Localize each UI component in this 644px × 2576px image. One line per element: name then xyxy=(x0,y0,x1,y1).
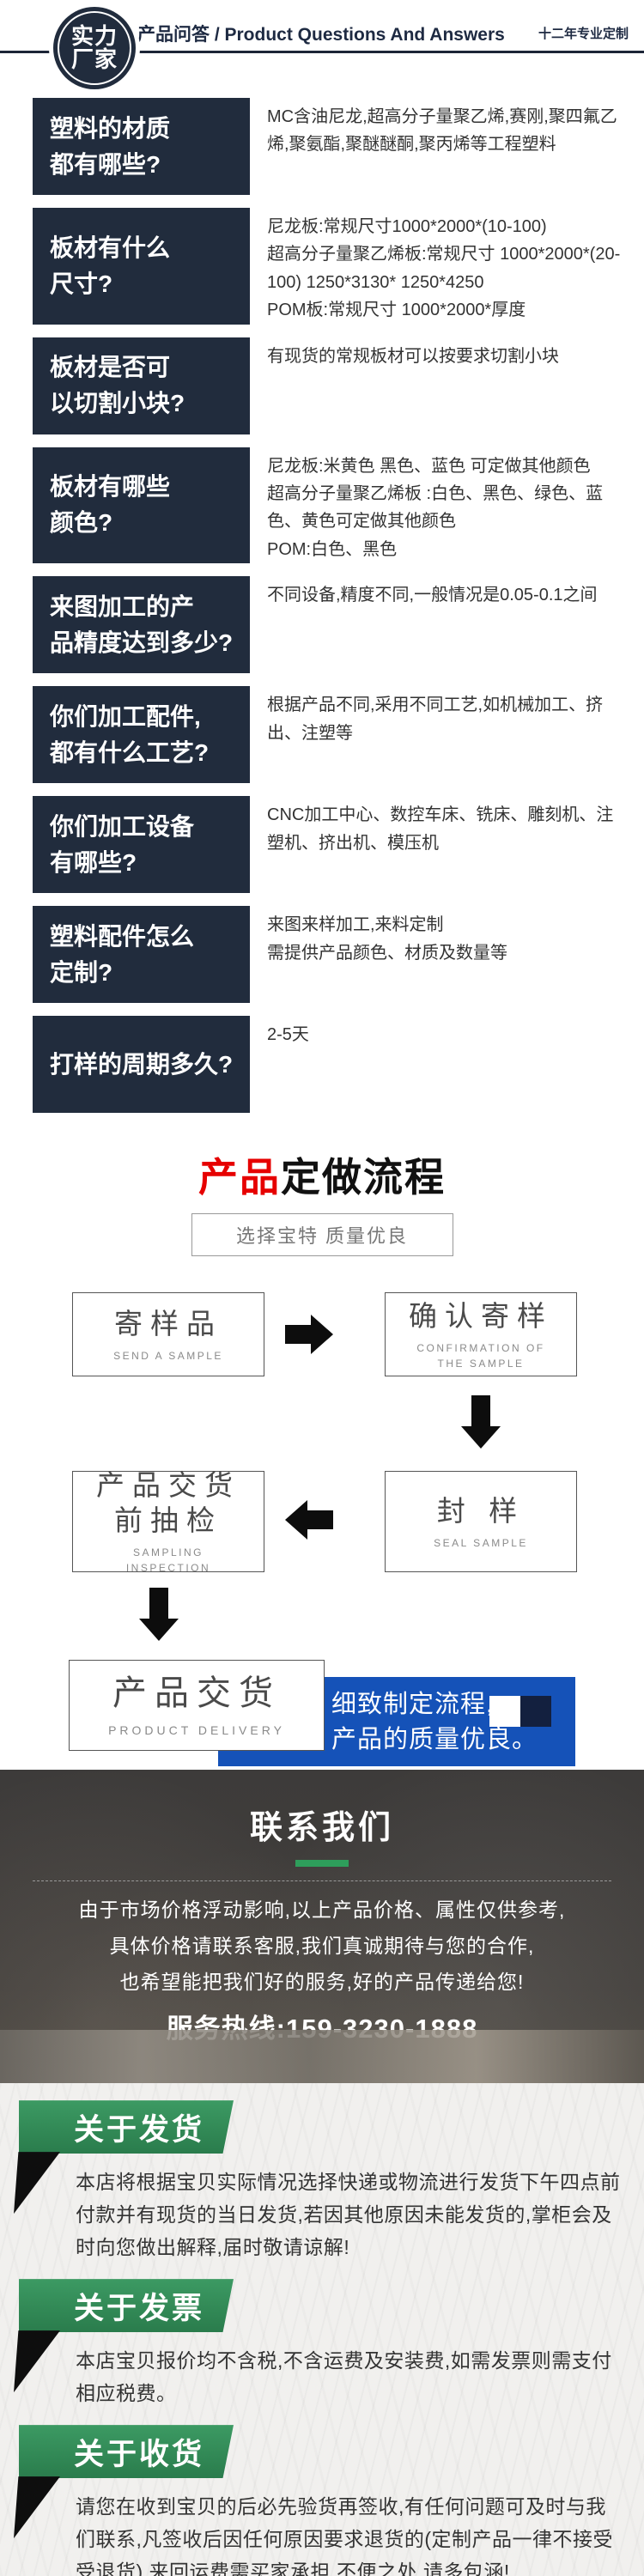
flow-step-caption: SAMPLING INSPECTION xyxy=(125,1546,211,1575)
qa-question: 打样的周期多久? xyxy=(33,1016,250,1114)
qa-answer: 2-5天 xyxy=(267,1025,309,1045)
flow-quality-note: 细致制定流程, 产品的质量优良。 xyxy=(331,1691,538,1754)
flow-step-send-sample: 寄样品 SEND A SAMPLE xyxy=(72,1292,264,1377)
flow-step-product-delivery: 产品交货 PRODUCT DELIVERY xyxy=(69,1660,325,1752)
green-underline-bar xyxy=(295,1860,349,1868)
policy-ribbon: 关于收货 xyxy=(14,2425,234,2539)
qa-question: 板材是否可 以切割小块? xyxy=(33,337,250,434)
arrow-down-icon xyxy=(461,1395,501,1449)
qa-answer: 尼龙板:常规尺寸1000*2000*(10-100) 超高分子量聚乙烯板:常规尺… xyxy=(267,217,621,320)
qa-row: 塑料的材质 都有哪些? MC含油尼龙,超高分子量聚乙烯,赛刚,聚四氟乙烯,聚氨酯… xyxy=(0,98,644,195)
qa-row: 打样的周期多久? 2-5天 xyxy=(0,1016,644,1114)
policy-shipping: 关于发货 本店将根据宝贝实际情况选择快递或物流进行发货下午四点前付款并有现货的当… xyxy=(0,2100,644,2263)
badge-text-line2: 厂家 xyxy=(70,46,118,72)
qa-row: 塑料配件怎么 定制? 来图来样加工,来料定制 需提供产品颜色、材质及数量等 xyxy=(0,906,644,1004)
flow-step-caption: CONFIRMATION OF THE SAMPLE xyxy=(416,1341,545,1370)
qa-question: 塑料配件怎么 定制? xyxy=(33,906,250,1004)
flow-quality-banner: 细致制定流程, 产品的质量优良。 xyxy=(218,1677,575,1767)
section-title: 产品问答 / Product Questions And Answers xyxy=(137,25,505,45)
ribbon-fold-icon xyxy=(14,2330,60,2393)
qa-question: 板材有什么 尺寸? xyxy=(33,208,250,325)
qa-answer: 来图来样加工,来料定制 需提供产品颜色、材质及数量等 xyxy=(267,915,507,963)
qa-answer: 尼龙板:米黄色 黑色、蓝色 可定做其他颜色 超高分子量聚乙烯板 :白色、黑色、绿… xyxy=(267,456,604,559)
strength-factory-badge: 实力 厂家 xyxy=(53,7,136,89)
deco-square-navy xyxy=(520,1696,551,1728)
badge-text-line1: 实力 xyxy=(70,22,118,49)
header: 实力 厂家 产品问答 / Product Questions And Answe… xyxy=(0,0,644,89)
qa-answer: 不同设备,精度不同,一般情况是0.05-0.1之间 xyxy=(267,586,598,605)
flow-step-label: 确认寄样 xyxy=(409,1299,553,1332)
ribbon-fold-icon xyxy=(14,2476,60,2539)
qa-row: 你们加工配件, 都有什么工艺? 根据产品不同,采用不同工艺,如机械加工、挤出、注… xyxy=(0,686,644,784)
policy-ribbon: 关于发票 xyxy=(14,2279,234,2393)
arrow-down-icon xyxy=(139,1588,179,1642)
ribbon-fold-icon xyxy=(14,2152,60,2215)
policy-body: 请您在收到宝贝的后必先验货再签收,有任何问题可及时与我们联系,凡签收后因任何原因… xyxy=(76,2495,614,2576)
flow-step-label: 寄样品 xyxy=(114,1307,222,1340)
contact-line: 也希望能把我们好的服务,好的产品传递给您! xyxy=(119,1971,525,1994)
flow-step-caption: PRODUCT DELIVERY xyxy=(108,1722,285,1737)
arrow-left-icon xyxy=(285,1500,333,1540)
qa-question: 板材有哪些 颜色? xyxy=(33,447,250,564)
qa-answer: 有现货的常规板材可以按要求切割小块 xyxy=(267,346,559,366)
qa-question: 你们加工配件, 都有什么工艺? xyxy=(33,686,250,784)
policy-section: 关于发货 本店将根据宝贝实际情况选择快递或物流进行发货下午四点前付款并有现货的当… xyxy=(0,2083,644,2576)
flow-subtitle: 选择宝特 质量优良 xyxy=(191,1213,453,1257)
arrow-right-icon xyxy=(285,1315,333,1355)
team-photo-strip xyxy=(0,2030,644,2084)
flow-title: 产品定做流程 xyxy=(0,1146,644,1203)
policy-ribbon: 关于发货 xyxy=(14,2100,234,2215)
badge-inner-ring: 实力 厂家 xyxy=(58,11,131,85)
qa-row: 你们加工设备 有哪些? CNC加工中心、数控车床、铣床、雕刻机、注塑机、挤出机、… xyxy=(0,796,644,894)
policy-receiving: 关于收货 请您在收到宝贝的后必先验货再签收,有任何问题可及时与我们联系,凡签收后… xyxy=(0,2425,644,2576)
policy-title: 关于发票 xyxy=(19,2279,234,2333)
flow-step-confirm-sample: 确认寄样 CONFIRMATION OF THE SAMPLE xyxy=(385,1292,577,1377)
contact-line: 由于市场价格浮动影响,以上产品价格、属性仅供参考, xyxy=(78,1899,566,1922)
qa-answer: MC含油尼龙,超高分子量聚乙烯,赛刚,聚四氟乙烯,聚氨酯,聚醚醚酮,聚丙烯等工程… xyxy=(267,107,617,155)
deco-squares xyxy=(489,1696,551,1728)
custom-flow-section: 产品定做流程 选择宝特 质量优良 寄样品 SEND A SAMPLE 确认寄样 … xyxy=(0,1126,644,1771)
deco-square-white xyxy=(489,1696,520,1728)
dashed-divider xyxy=(33,1880,611,1882)
policy-title: 关于收货 xyxy=(19,2425,234,2479)
flow-step-label: 产品交货 前抽检 xyxy=(96,1468,240,1537)
qa-row: 来图加工的产 品精度达到多少? 不同设备,精度不同,一般情况是0.05-0.1之… xyxy=(0,576,644,674)
qa-answer: CNC加工中心、数控车床、铣床、雕刻机、注塑机、挤出机、模压机 xyxy=(267,805,614,853)
qa-row: 板材有哪些 颜色? 尼龙板:米黄色 黑色、蓝色 可定做其他颜色 超高分子量聚乙烯… xyxy=(0,447,644,564)
flow-title-rest: 定做流程 xyxy=(281,1155,446,1200)
qa-question: 来图加工的产 品精度达到多少? xyxy=(33,576,250,674)
qa-answer: 根据产品不同,采用不同工艺,如机械加工、挤出、注塑等 xyxy=(267,696,604,743)
contact-line: 具体价格请联系客服,我们真诚期待与您的合作, xyxy=(109,1935,535,1958)
qa-question: 塑料的材质 都有哪些? xyxy=(33,98,250,195)
qa-section: 塑料的材质 都有哪些? MC含油尼龙,超高分子量聚乙烯,赛刚,聚四氟乙烯,聚氨酯… xyxy=(0,53,644,1114)
contact-section: 联系我们 由于市场价格浮动影响,以上产品价格、属性仅供参考, 具体价格请联系客服… xyxy=(0,1770,644,2084)
flow-diagram: 寄样品 SEND A SAMPLE 确认寄样 CONFIRMATION OF T… xyxy=(0,1292,644,1770)
policy-body: 本店将根据宝贝实际情况选择快递或物流进行发货下午四点前付款并有现货的当日发货,若… xyxy=(76,2171,621,2259)
qa-question: 你们加工设备 有哪些? xyxy=(33,796,250,894)
contact-title: 联系我们 xyxy=(249,1810,394,1847)
policy-body: 本店宝贝报价均不含税,不含运费及安装费,如需发票则需支付相应税费。 xyxy=(76,2349,612,2405)
flow-step-label: 产品交货 xyxy=(112,1674,281,1712)
flow-title-accent: 产品 xyxy=(198,1155,281,1200)
qa-row: 板材有什么 尺寸? 尼龙板:常规尺寸1000*2000*(10-100) 超高分… xyxy=(0,208,644,325)
flow-step-caption: SEND A SAMPLE xyxy=(113,1349,223,1362)
policy-title: 关于发货 xyxy=(19,2100,234,2154)
flow-step-seal-sample: 封 样 SEAL SAMPLE xyxy=(385,1471,577,1573)
flow-step-label: 封 样 xyxy=(436,1494,526,1527)
flow-step-sampling-inspection: 产品交货 前抽检 SAMPLING INSPECTION xyxy=(72,1469,264,1574)
header-tagline: 十二年专业定制 xyxy=(538,27,629,41)
qa-row: 板材是否可 以切割小块? 有现货的常规板材可以按要求切割小块 xyxy=(0,337,644,434)
flow-step-caption: SEAL SAMPLE xyxy=(434,1536,528,1549)
policy-invoice: 关于发票 本店宝贝报价均不含税,不含运费及安装费,如需发票则需支付相应税费。 xyxy=(0,2279,644,2409)
